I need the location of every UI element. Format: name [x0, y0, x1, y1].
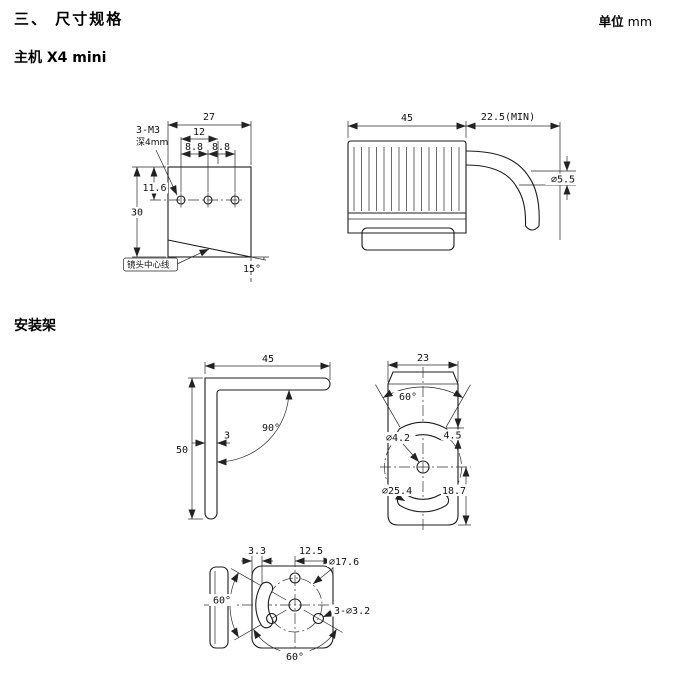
dim-slot-circle: ∅25.4 [382, 486, 412, 497]
dim-hole-top-offset: 11.6 [142, 183, 166, 194]
dim-body-length: 45 [401, 113, 413, 124]
angle-arc-90 [216, 389, 293, 466]
dim-bracket-height: 50 [176, 445, 188, 456]
cable-outer [465, 150, 540, 227]
unit-value: mm [627, 14, 652, 29]
dim-body-height: 30 [131, 208, 143, 219]
center-hole-leader [402, 443, 420, 463]
dim-plate-thickness: 3 [224, 431, 230, 442]
bracket-side-dimensions [188, 362, 331, 520]
main-side-view: 45 22.5(MIN) ∅5.5 [347, 112, 581, 251]
dim-hole-span-angle: 60° [286, 652, 304, 663]
front-view-dimensions [123, 121, 252, 272]
bracket-outline [204, 377, 331, 520]
center-hole [416, 460, 430, 474]
dim-hole-pitch-right: 8.8 [212, 142, 230, 153]
angle-arc-60 [382, 386, 464, 399]
dim-center-to-bottom: 18.7 [442, 486, 466, 497]
bolt-circle-leader [312, 567, 334, 585]
lens-centerline-label: 镜头中心线 [127, 260, 170, 271]
holes-leader [322, 609, 334, 618]
dim-center-hole: ∅4.2 [386, 433, 410, 444]
dim-slot-span-angle: 60° [213, 596, 231, 607]
bracket-bottom-dimensions [229, 556, 337, 654]
body-outline [347, 140, 467, 234]
bracket-plate-outline [387, 371, 459, 526]
unit-note: 单位 mm [599, 11, 652, 30]
dim-slot-span-angle: 60° [399, 392, 417, 403]
body-outline [167, 166, 252, 258]
bracket-side-view: 45 3 50 90° [176, 354, 331, 520]
mounting-hole [289, 572, 301, 584]
lens-housing [361, 227, 455, 251]
bracket-front-view: 23 60° ∅4.2 4.5 ∅25.4 18.7 [375, 353, 471, 531]
cooling-fins [353, 147, 460, 211]
flange-outline [209, 566, 229, 649]
thread-leader-line [155, 149, 178, 196]
dim-center-to-edge: 12.5 [299, 546, 323, 557]
side-view-dimensions [347, 121, 576, 240]
dim-bend-angle: 90° [262, 423, 280, 434]
bracket-bottom-view: 3.3 12.5 ∅17.6 60° 3-∅3.2 60° [204, 546, 377, 663]
center-hole [288, 598, 302, 612]
cable-end [525, 225, 540, 231]
cable-inner [465, 164, 527, 227]
dim-mounting-holes: 3-∅3.2 [334, 606, 370, 617]
main-unit-subtitle: 主机 X4 mini [14, 50, 107, 66]
thread-depth: 深4mm [136, 137, 168, 148]
thread-callout: 3-M3 [136, 125, 160, 136]
lens-face-line [167, 239, 252, 258]
dim-hole-offset: 12 [193, 127, 205, 138]
dim-lens-angle: 15° [243, 264, 261, 275]
dim-cable-diameter: ∅5.5 [551, 175, 575, 186]
mounting-hole [266, 612, 278, 625]
bracket-subtitle: 安装架 [14, 318, 56, 334]
section-title: 三、 尺寸规格 [14, 10, 124, 28]
dim-slot-width: 4.5 [443, 431, 461, 442]
slot-circle-leader [395, 493, 406, 502]
dim-hole-pitch-left: 8.8 [185, 142, 203, 153]
mounting-hole [312, 612, 324, 625]
unit-label: 单位 [598, 14, 624, 29]
dim-bolt-circle: ∅17.6 [329, 557, 359, 568]
main-front-view: 27 12 8.8 8.8 3-M3 深4mm 11.6 30 镜头中心线 15… [123, 112, 269, 284]
lens-label-box [123, 257, 178, 272]
dim-body-width: 27 [203, 112, 215, 123]
lens-leader-line [176, 248, 210, 265]
dim-cable-clearance: 22.5(MIN) [481, 112, 535, 123]
dim-arm-length: 45 [262, 354, 274, 365]
dim-slot-edge-offset: 3.3 [248, 546, 266, 557]
dim-plate-width: 23 [417, 353, 429, 364]
